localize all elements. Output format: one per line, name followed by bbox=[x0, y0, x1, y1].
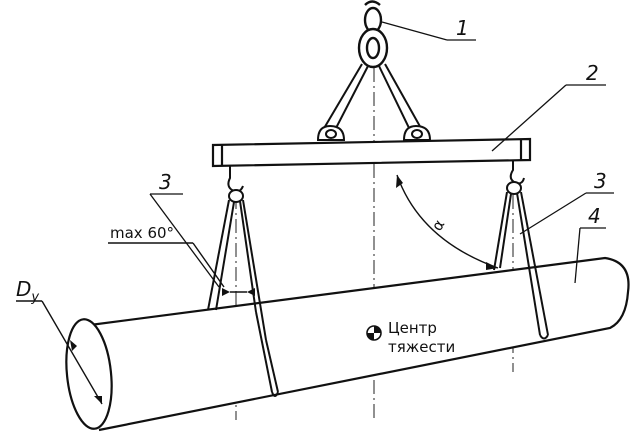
alpha-arrow-top bbox=[396, 175, 403, 188]
center-of-gravity-line1: Центр bbox=[388, 319, 437, 337]
max-angle-label: max 60° bbox=[110, 224, 174, 242]
angle-alpha-arc bbox=[396, 174, 499, 269]
callout-3b-leader bbox=[519, 192, 587, 235]
callout-4-leader bbox=[574, 227, 581, 284]
callout-4: 4 bbox=[588, 204, 601, 228]
callout-1: 1 bbox=[456, 16, 469, 40]
diameter-label: Dу bbox=[16, 277, 39, 305]
beam-lugs bbox=[316, 124, 432, 141]
center-of-gravity-symbol bbox=[366, 325, 382, 341]
traverse-beam bbox=[211, 137, 532, 168]
callout-3b: 3 bbox=[594, 169, 607, 193]
callout-3a-leader bbox=[149, 193, 220, 288]
top-hook bbox=[357, 0, 389, 69]
top-slings bbox=[322, 63, 423, 131]
alpha-label: α bbox=[428, 216, 449, 234]
pipe bbox=[65, 256, 630, 432]
callout-2-leader bbox=[491, 84, 567, 152]
callout-1-leader bbox=[381, 21, 448, 41]
callout-3a: 3 bbox=[159, 170, 172, 194]
left-sling bbox=[207, 166, 279, 397]
center-of-gravity-line2: тяжести bbox=[388, 338, 455, 356]
callout-2: 2 bbox=[586, 61, 599, 85]
alpha-arrow-bottom bbox=[486, 262, 498, 270]
right-sling bbox=[493, 160, 549, 340]
